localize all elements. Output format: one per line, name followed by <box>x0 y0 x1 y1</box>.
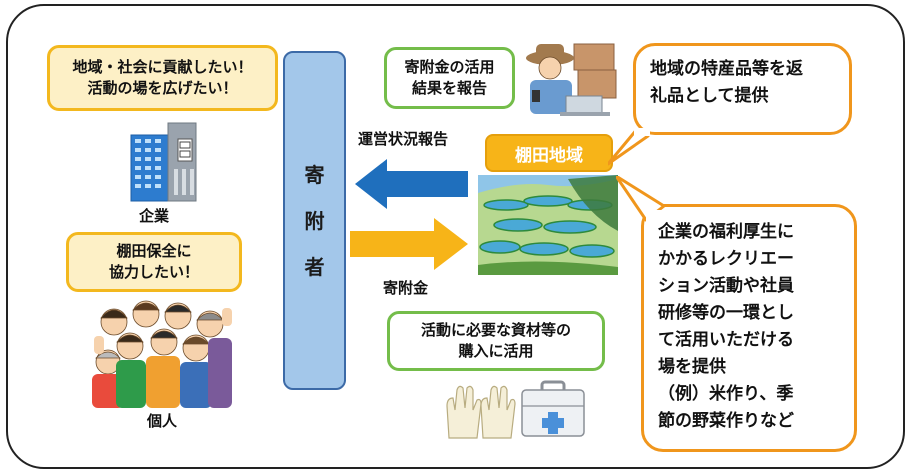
gift-callout-pointer <box>608 128 650 166</box>
first-aid-box-icon <box>521 380 585 437</box>
welfare-callout-line: ション活動や社員 <box>658 276 794 296</box>
donor-char: 附 <box>304 208 325 233</box>
gift-callout-line: 礼品として提供 <box>650 86 769 106</box>
company-building-icon <box>130 122 197 202</box>
welfare-callout-pointer <box>616 176 666 222</box>
welfare-callout-line: 研修等の一環とし <box>658 303 794 323</box>
usage-report-bubble: 寄附金の活用 結果を報告 <box>384 47 515 109</box>
report-arrow-shape <box>355 159 468 209</box>
donor-char: 者 <box>304 254 325 279</box>
welfare-callout-line: 場を提供 <box>658 357 726 377</box>
welfare-callout-line: て活用いただける <box>658 330 794 350</box>
report-arrow-label: 運営状況報告 <box>358 130 449 148</box>
donation-arrow-icon <box>350 218 468 270</box>
materials-line: 活動に必要な資材等の <box>420 321 571 339</box>
individual-bubble-line: 棚田保全に <box>116 242 192 260</box>
welfare-callout-line: 企業の福利厚生に <box>658 222 794 242</box>
work-gloves-icon <box>446 385 516 439</box>
company-label: 企業 <box>139 207 170 225</box>
materials-line: 購入に活用 <box>458 342 534 360</box>
company-bubble-line: 地域・社会に貢献したい！ <box>72 58 253 76</box>
farmer-laptop-icon <box>526 43 617 116</box>
company-bubble-line: 活動の場を広げたい！ <box>87 79 238 97</box>
donation-arrow-shape <box>350 218 468 270</box>
materials-bubble: 活動に必要な資材等の 購入に活用 <box>387 311 605 371</box>
welfare-callout-line: かかるレクリエー <box>658 249 794 269</box>
welfare-callout-line: 節の野菜作りなど <box>658 411 794 431</box>
gift-callout: 地域の特産品等を返 礼品として提供 <box>633 43 852 135</box>
welfare-callout: 企業の福利厚生に かかるレクリエー ション活動や社員 研修等の一環とし て活用い… <box>641 204 857 452</box>
individual-bubble: 棚田保全に 協力したい！ <box>66 232 242 292</box>
donation-arrow-label: 寄附金 <box>383 279 429 297</box>
gift-callout-line: 地域の特産品等を返 <box>650 59 803 79</box>
region-label: 棚田地域 <box>485 134 613 172</box>
report-arrow-icon <box>355 159 468 209</box>
company-bubble: 地域・社会に貢献したい！ 活動の場を広げたい！ <box>47 45 278 111</box>
individual-bubble-line: 協力したい！ <box>108 263 199 281</box>
usage-report-line: 寄附金の活用 <box>404 58 495 76</box>
welfare-callout-line: （例）米作り、季 <box>658 384 794 404</box>
donor-char: 寄 <box>304 162 325 187</box>
donor-box: 寄 附 者 <box>283 51 346 390</box>
terraced-rice-field-icon <box>478 175 618 275</box>
individual-label: 個人 <box>147 412 178 430</box>
usage-report-line: 結果を報告 <box>411 79 487 97</box>
crowd-people-icon <box>92 300 232 408</box>
